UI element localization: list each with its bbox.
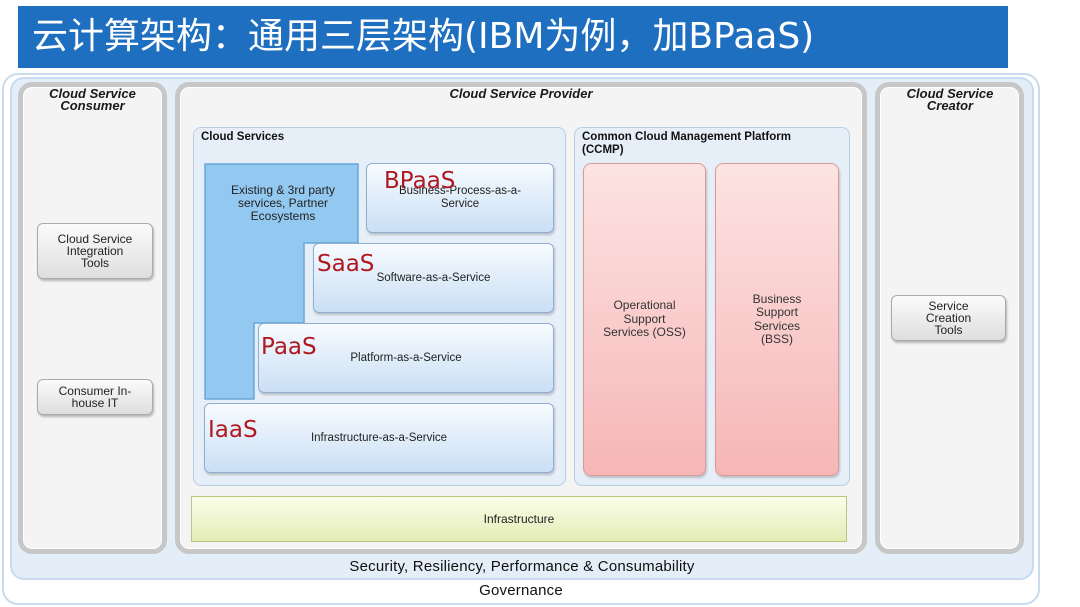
bpaas-box: Business-Process-as-a-Service xyxy=(366,163,554,233)
service-creation-tools-box: Service Creation Tools xyxy=(891,295,1006,341)
paas-box: Platform-as-a-Service xyxy=(258,323,554,393)
iaas-box: Infrastructure-as-a-Service xyxy=(204,403,554,473)
iaas-abbr: IaaS xyxy=(208,417,258,443)
ccmp-title: Common Cloud Management Platform (CCMP) xyxy=(582,131,791,156)
saas-label: Software-as-a-Service xyxy=(376,272,491,284)
iaas-label: Infrastructure-as-a-Service xyxy=(310,432,448,444)
service-creation-tools-label: Service Creation Tools xyxy=(925,299,972,337)
third-party-label: Existing & 3rd party services, Partner E… xyxy=(230,183,336,223)
bss-column: Business Support Services (BSS) xyxy=(715,163,839,476)
consumer-panel xyxy=(18,82,167,554)
bpaas-label: Business-Process-as-a-Service xyxy=(398,185,522,210)
integration-tools-label: Cloud Service Integration Tools xyxy=(57,232,133,270)
provider-title: Cloud Service Provider xyxy=(449,86,593,101)
saas-box: Software-as-a-Service xyxy=(313,243,554,313)
cloud-services-title: Cloud Services xyxy=(201,131,285,143)
bss-label: Business Support Services (BSS) xyxy=(752,291,802,346)
creator-title: Cloud Service Creator xyxy=(906,86,994,113)
integration-tools-box: Cloud Service Integration Tools xyxy=(37,223,153,279)
oss-column: Operational Support Services (OSS) xyxy=(583,163,706,476)
saas-abbr: SaaS xyxy=(317,251,375,277)
security-label: Security, Resiliency, Performance & Cons… xyxy=(349,558,695,575)
inhouse-it-label: Consumer In-house IT xyxy=(58,384,132,410)
slide-title: 云计算架构：通用三层架构(IBM为例，加BPaaS) xyxy=(18,6,1008,68)
oss-label: Operational Support Services (OSS) xyxy=(603,298,686,340)
infrastructure-bar: Infrastructure xyxy=(191,496,847,542)
inhouse-it-box: Consumer In-house IT xyxy=(37,379,153,415)
bpaas-abbr: BPaaS xyxy=(384,168,456,194)
consumer-title: Cloud Service Consumer xyxy=(49,86,136,113)
paas-abbr: PaaS xyxy=(261,334,317,360)
governance-label: Governance xyxy=(479,582,563,599)
paas-label: Platform-as-a-Service xyxy=(350,352,462,364)
infrastructure-label: Infrastructure xyxy=(483,512,555,526)
